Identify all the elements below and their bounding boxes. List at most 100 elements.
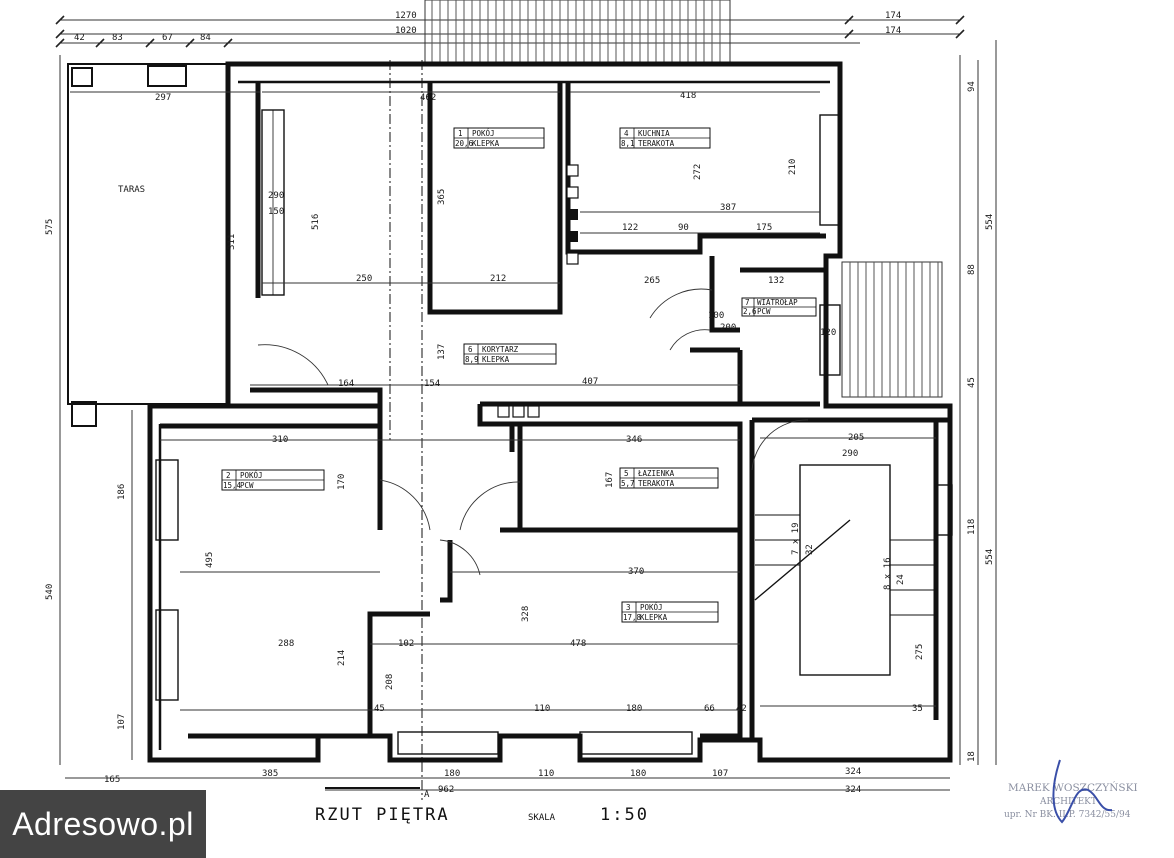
door-swings [257,288,809,576]
stairs-label: 8 x 16 [883,557,893,590]
dim-label: 265 [644,276,660,286]
dim-label: 167 [605,472,615,488]
room-floor: PCW [757,307,771,316]
signature [1052,759,1113,824]
dim-label: 311 [227,234,237,250]
dim-label: 120 [820,328,836,338]
room-floor: KLEPKA [482,355,510,364]
drawing-title: RZUT PIĘTRA [315,805,450,825]
room-area: 2,6 [743,307,757,316]
dim-label: 554 [985,549,995,565]
dim-label: 516 [311,214,321,230]
room-name: ŁAZIENKA [637,469,675,478]
dim-label: 324 [845,785,861,795]
dim-label: 250 [356,274,372,284]
dim-label: 186 [117,484,127,500]
room-name: POKÓJ [240,471,263,480]
dim-label: 214 [337,650,347,666]
dim-label: 290 [268,191,284,201]
stairs-label: 32 [805,544,815,555]
dim-label: 180 [444,769,460,779]
room-floor: PCW [240,481,254,490]
balcony-hatch-top [424,0,731,66]
room-area: 20,6 [455,139,474,148]
dim-label: 88 [967,264,977,275]
staircase: 7 x 19 32 8 x 16 24 [754,464,936,676]
dim-label: 310 [272,435,288,445]
architect-name: MAREK WOSZCZYŃSKI [1008,780,1138,794]
room-area: 5,7 [621,479,635,488]
dim-label: 102 [398,639,414,649]
dim-label: 90 [678,223,689,233]
side-dimension-lines: 575 540 554 554 [45,40,997,765]
dim-label: 45 [374,704,385,714]
dim-label: 370 [628,567,644,577]
dim-label: 208 [385,674,395,690]
dim-label: 212 [490,274,506,284]
scale-label: SKALA [528,813,556,823]
outer-walls [147,61,953,763]
dim-label: 18 [967,751,977,762]
dim-label: 385 [262,769,278,779]
dim-label: 297 [155,93,171,103]
terrace: TARAS [67,63,229,427]
stairs-label: 24 [896,574,906,585]
room-name: KUCHNIA [638,129,670,138]
section-marker: A [424,790,430,800]
room-number: 1 [458,129,463,138]
dim-label: 118 [967,519,977,535]
dim-label: 67 [162,33,173,43]
dim-label: 110 [534,704,550,714]
windows [155,109,953,755]
top-dimension-lines: 1270 174 1020 174 42 83 67 84 297 462 41… [55,11,965,103]
dim-label: 83 [112,33,123,43]
room-number: 6 [468,345,473,354]
dim-label: 84 [200,33,211,43]
dim-label: 418 [680,91,696,101]
room-number: 7 [745,298,750,307]
dim-label: 132 [768,276,784,286]
dim-label: 100 [708,311,724,321]
dim-label: 42 [74,33,85,43]
dim-label: 346 [626,435,642,445]
interior-dimensions: 311 290 150 516 250 212 365 387 272 210 … [65,81,977,791]
dim-label: 165 [104,775,120,785]
dim-label: 164 [338,379,354,389]
architect-stamp: MAREK WOSZCZYŃSKI ARCHITEKT upr. Nr BK. … [1004,759,1138,824]
dim-label: 107 [117,714,127,730]
entrance-steps-hatch [841,261,943,398]
watermark-text: Adresowo.pl [12,805,194,842]
dim-label: 478 [570,639,586,649]
dim-label: 275 [915,644,925,660]
room-tag-3: 3 POKÓJ 17,8 KLEPKA [621,601,719,623]
dim-label: 387 [720,203,736,213]
room-tag-1: 1 POKÓJ 20,6 KLEPKA [453,127,545,149]
dim-top-outer-right: 174 [885,11,901,21]
room-area: 8,9 [465,355,479,364]
dim-label: 42 [736,704,747,714]
stairs-label: 7 x 19 [791,522,801,555]
room-floor: TERAKOTA [638,139,675,148]
dim-label: 407 [582,377,598,387]
interior-walls [150,82,950,740]
room-number: 3 [626,603,631,612]
dim-label: 107 [712,769,728,779]
dim-top-inner: 1020 [395,26,417,36]
room-tag-2: 2 POKÓJ 15,4 PCW [221,469,325,491]
dim-label: 495 [205,552,215,568]
dim-label: 290 [842,449,858,459]
room-name: POKÓJ [640,603,663,612]
dim-label: 288 [278,639,294,649]
room-number: 4 [624,129,629,138]
dim-label: 324 [845,767,861,777]
room-floor: KLEPKA [640,613,668,622]
bottom-dimensions: 165 385 180 110 180 107 324 962 324 A [104,767,861,800]
room-area: 15,4 [223,481,242,490]
dim-label: 122 [622,223,638,233]
dim-label: 328 [521,606,531,622]
dim-label: 210 [788,159,798,175]
room-floor: TERAKOTA [638,479,675,488]
room-tag-4: 4 KUCHNIA 8,1 TERAKOTA [619,127,711,149]
dim-label: 554 [985,214,995,230]
chimney-flues [497,164,579,418]
